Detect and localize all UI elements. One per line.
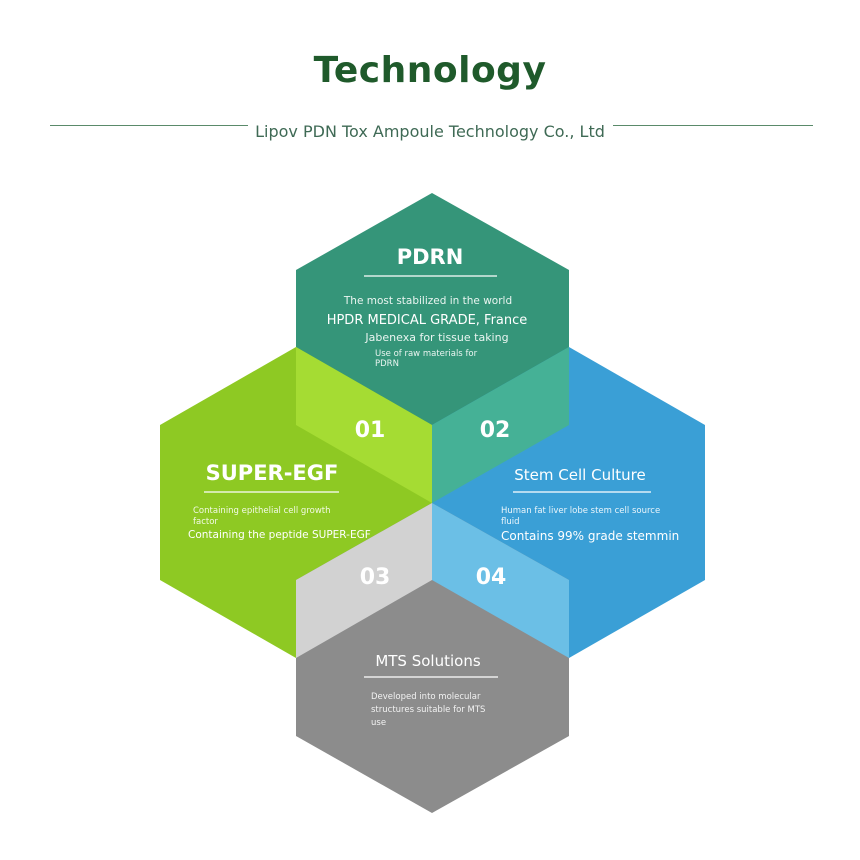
stem-cell-title: Stem Cell Culture [514, 466, 645, 484]
super-egf-title: SUPER-EGF [206, 461, 339, 485]
number-02: 02 [480, 418, 511, 443]
stem-cell-line-1a: Human fat liver lobe stem cell source [501, 506, 660, 516]
super-egf-line-1a: Containing epithelial cell growth [193, 506, 331, 516]
overlap-01-diamond [296, 347, 432, 503]
mts-line-1: Developed into molecular [371, 692, 481, 702]
mts-title: MTS Solutions [375, 652, 481, 670]
number-03: 03 [360, 565, 391, 590]
company-subtitle: Lipov PDN Tox Ampoule Technology Co., Lt… [255, 122, 605, 141]
pdrn-line-4a: Use of raw materials for [375, 349, 478, 359]
mts-line-2: structures suitable for MTS [371, 705, 485, 715]
title-divider-left [50, 125, 248, 126]
overlap-02-diamond [432, 347, 569, 503]
title-divider-right [613, 125, 813, 126]
stem-cell-line-2: Contains 99% grade stemmin [501, 529, 679, 543]
pdrn-line-4b: PDRN [375, 359, 399, 369]
page-title: Technology [313, 50, 547, 91]
overlap-03-diamond [296, 503, 432, 658]
mts-line-3: use [371, 718, 386, 728]
super-egf-line-1b: factor [193, 517, 218, 527]
number-01: 01 [355, 418, 386, 443]
pdrn-line-3: Jabenexa for tissue taking [364, 331, 508, 344]
pdrn-line-2: HPDR MEDICAL GRADE, France [327, 313, 528, 328]
number-04: 04 [476, 565, 507, 590]
stem-cell-line-1b: fluid [501, 517, 520, 527]
pdrn-line-1: The most stabilized in the world [343, 295, 512, 307]
overlap-04-diamond [432, 503, 569, 658]
pdrn-title: PDRN [397, 245, 464, 269]
super-egf-line-2: Containing the peptide SUPER-EGF [188, 529, 371, 541]
